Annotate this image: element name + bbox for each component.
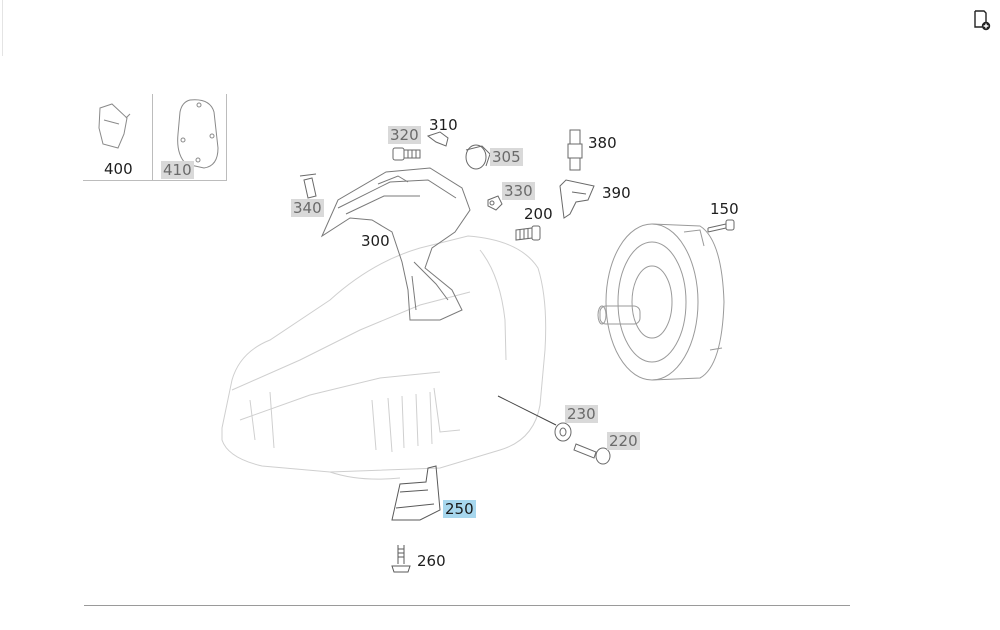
panel-edge: [0, 0, 3, 56]
part-410-drawing: [177, 99, 219, 169]
leader-line: [497, 395, 557, 426]
callout-250[interactable]: 250: [443, 500, 476, 518]
callout-410[interactable]: 410: [161, 161, 194, 179]
bottom-divider: [84, 605, 850, 606]
part-200-bolt: [515, 225, 541, 241]
part-150-bolt: [707, 219, 735, 233]
callout-260[interactable]: 260: [417, 552, 446, 570]
callout-200[interactable]: 200: [524, 205, 553, 223]
part-400-drawing: [98, 103, 131, 149]
part-260-bolt: [391, 545, 411, 573]
callout-340[interactable]: 340: [291, 199, 324, 217]
part-torque-converter: [597, 223, 725, 381]
callout-220[interactable]: 220: [607, 432, 640, 450]
callout-230[interactable]: 230: [565, 405, 598, 423]
add-to-list-button[interactable]: [970, 8, 994, 32]
callout-390[interactable]: 390: [602, 184, 631, 202]
callout-150[interactable]: 150: [710, 200, 739, 218]
callout-300[interactable]: 300: [361, 232, 390, 250]
callout-330[interactable]: 330: [502, 182, 535, 200]
document-add-icon: [974, 10, 991, 31]
inset-box: [83, 94, 227, 181]
callout-380[interactable]: 380: [588, 134, 617, 152]
part-250-bracket: [391, 465, 441, 521]
part-320-bolt: [392, 147, 421, 161]
part-230-washer: [554, 422, 572, 442]
part-300-cover: [320, 167, 471, 321]
callout-320[interactable]: 320: [388, 126, 421, 144]
part-390-bracket: [559, 179, 595, 219]
part-380-sensor: [567, 129, 583, 171]
inset-divider: [152, 94, 153, 180]
part-330-clip: [487, 195, 503, 211]
callout-400[interactable]: 400: [104, 160, 133, 178]
part-220-bolt: [573, 443, 611, 465]
part-340-clip: [299, 173, 317, 199]
callout-310[interactable]: 310: [429, 116, 458, 134]
transmission-housing: [221, 235, 547, 480]
part-305-grommet: [465, 144, 491, 170]
callout-305[interactable]: 305: [490, 148, 523, 166]
part-310-clip: [426, 131, 449, 147]
